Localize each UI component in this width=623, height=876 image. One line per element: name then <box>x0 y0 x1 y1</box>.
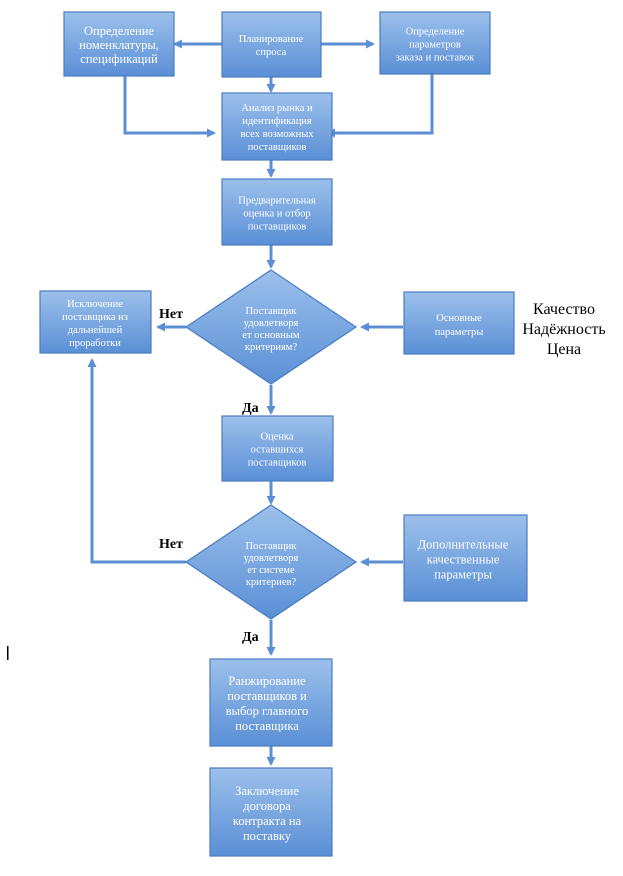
decision-basic-criteria-text-line-2: удовлетворя <box>244 318 299 329</box>
box-contract-text-line-1: Заключение <box>235 784 299 798</box>
box-ranking-text-line-2: поставщиков и <box>227 689 307 703</box>
box-preliminary-text-line-2: оценка и отбор <box>243 209 310 220</box>
decision-criteria-system-text-line-3: ет системе <box>247 565 295 576</box>
arrow-decision-2-no-to-exclusion <box>87 358 186 564</box>
box-evaluate-remaining-text-line-2: оставшихся <box>251 445 304 456</box>
box-extra-params-text-line-3: параметры <box>434 567 492 581</box>
box-evaluate-remaining-text: Оценка оставшихся поставщиков <box>248 432 307 469</box>
box-market-analysis-text-line-4: поставщиков <box>248 142 307 153</box>
box-demand-planning-text: Планирование спроса <box>239 34 304 58</box>
box-preliminary-text-line-1: Предварительная <box>238 196 316 207</box>
box-market-analysis-text-line-2: идентификация <box>242 116 312 127</box>
basic-criteria-list-line-2: Надёжность <box>522 321 605 338</box>
decision-basic-criteria-text-line-4: критериям? <box>245 342 298 353</box>
box-market-analysis-text-line-1: Анализ рынка и <box>241 103 313 114</box>
box-preliminary-text-line-3: поставщиков <box>248 222 307 233</box>
box-evaluate-remaining-text-line-1: Оценка <box>260 432 293 443</box>
decision-criteria-system-text-line-2: удовлетворя <box>244 553 299 564</box>
label-no-1: Нет <box>159 307 183 322</box>
box-market-analysis: Анализ рынка и идентификация всех возможны… <box>221 92 333 161</box>
box-exclusion-text-line-4: проработки <box>69 338 121 349</box>
box-nomenclature-text-line-2: номенклатуры, <box>79 38 159 52</box>
box-order-params-text: Определение параметров заказа и поставок <box>396 27 475 64</box>
box-order-params: Определение параметров заказа и поставок <box>379 11 491 75</box>
basic-criteria-list-line-1: Качество <box>533 301 595 318</box>
box-order-params-text-line-3: заказа и поставок <box>396 53 475 64</box>
label-yes-1: Да <box>242 401 259 416</box>
decision-criteria-system-text-line-4: критериев? <box>246 577 297 588</box>
box-exclusion: Исключение поставщика из дальнейшей прорабо… <box>39 290 152 354</box>
box-order-params-text-line-1: Определение <box>406 27 465 38</box>
box-demand-planning: Планирование спроса <box>221 11 322 78</box>
box-preliminary-text: Предварительная оценка и отбор поставщиков <box>238 196 316 233</box>
box-ranking-text-line-4: поставщика <box>235 719 299 733</box>
box-exclusion-text-line-3: дальнейшей <box>68 325 123 336</box>
box-basic-params-text: Основные параметры <box>435 313 484 338</box>
box-nomenclature-text-line-3: спецификаций <box>80 52 158 66</box>
box-demand-planning-text-line-1: Планирование <box>239 34 304 45</box>
box-contract-text-line-3: контракта на <box>233 814 302 828</box>
label-no-2: Нет <box>159 537 183 552</box>
box-nomenclature-text-line-1: Определение <box>84 24 154 38</box>
basic-criteria-list-line-3: Цена <box>547 341 581 358</box>
box-basic-params-text-line-2: параметры <box>435 327 484 338</box>
box-preliminary: Предварительная оценка и отбор поставщиков <box>221 178 333 246</box>
arrow-nomenclature-to-market <box>123 76 216 138</box>
label-yes-2: Да <box>242 630 259 645</box>
decision-basic-criteria-text-line-3: ет основным <box>242 330 300 341</box>
box-evaluate-remaining: Оценка оставшихся поставщиков <box>221 415 334 482</box>
text-cursor <box>7 646 9 660</box>
decision-criteria-system-text-line-1: Поставщик <box>246 541 298 552</box>
box-basic-params: Основные параметры <box>403 291 515 355</box>
box-market-analysis-text: Анализ рынка и идентификация всех возможны… <box>240 103 314 153</box>
box-extra-params-text-line-2: качественные <box>427 552 500 566</box>
arrow-order-params-to-market <box>326 74 434 138</box>
box-market-analysis-text-line-3: всех возможных <box>240 129 314 140</box>
connectors <box>87 39 434 766</box>
box-evaluate-remaining-text-line-3: поставщиков <box>248 458 307 469</box>
box-extra-params-text-line-1: Дополнительные <box>418 537 509 551</box>
box-contract-text-line-4: поставку <box>243 829 292 843</box>
box-ranking-text-line-1: Ранжирование <box>228 674 306 688</box>
box-exclusion-text-line-1: Исключение <box>67 299 123 310</box>
box-ranking-text-line-3: выбор главного <box>226 704 308 718</box>
box-exclusion-text-line-2: поставщика из <box>62 312 128 323</box>
box-order-params-text-line-2: параметров <box>409 40 461 51</box>
box-contract-text-line-2: договора <box>243 799 291 813</box>
decision-basic-criteria-text-line-1: Поставщик <box>246 306 298 317</box>
box-demand-planning-text-line-2: спроса <box>256 47 287 58</box>
box-exclusion-text: Исключение поставщика из дальнейшей прорабо… <box>62 299 128 349</box>
box-basic-params-text-line-1: Основные <box>436 313 482 324</box>
